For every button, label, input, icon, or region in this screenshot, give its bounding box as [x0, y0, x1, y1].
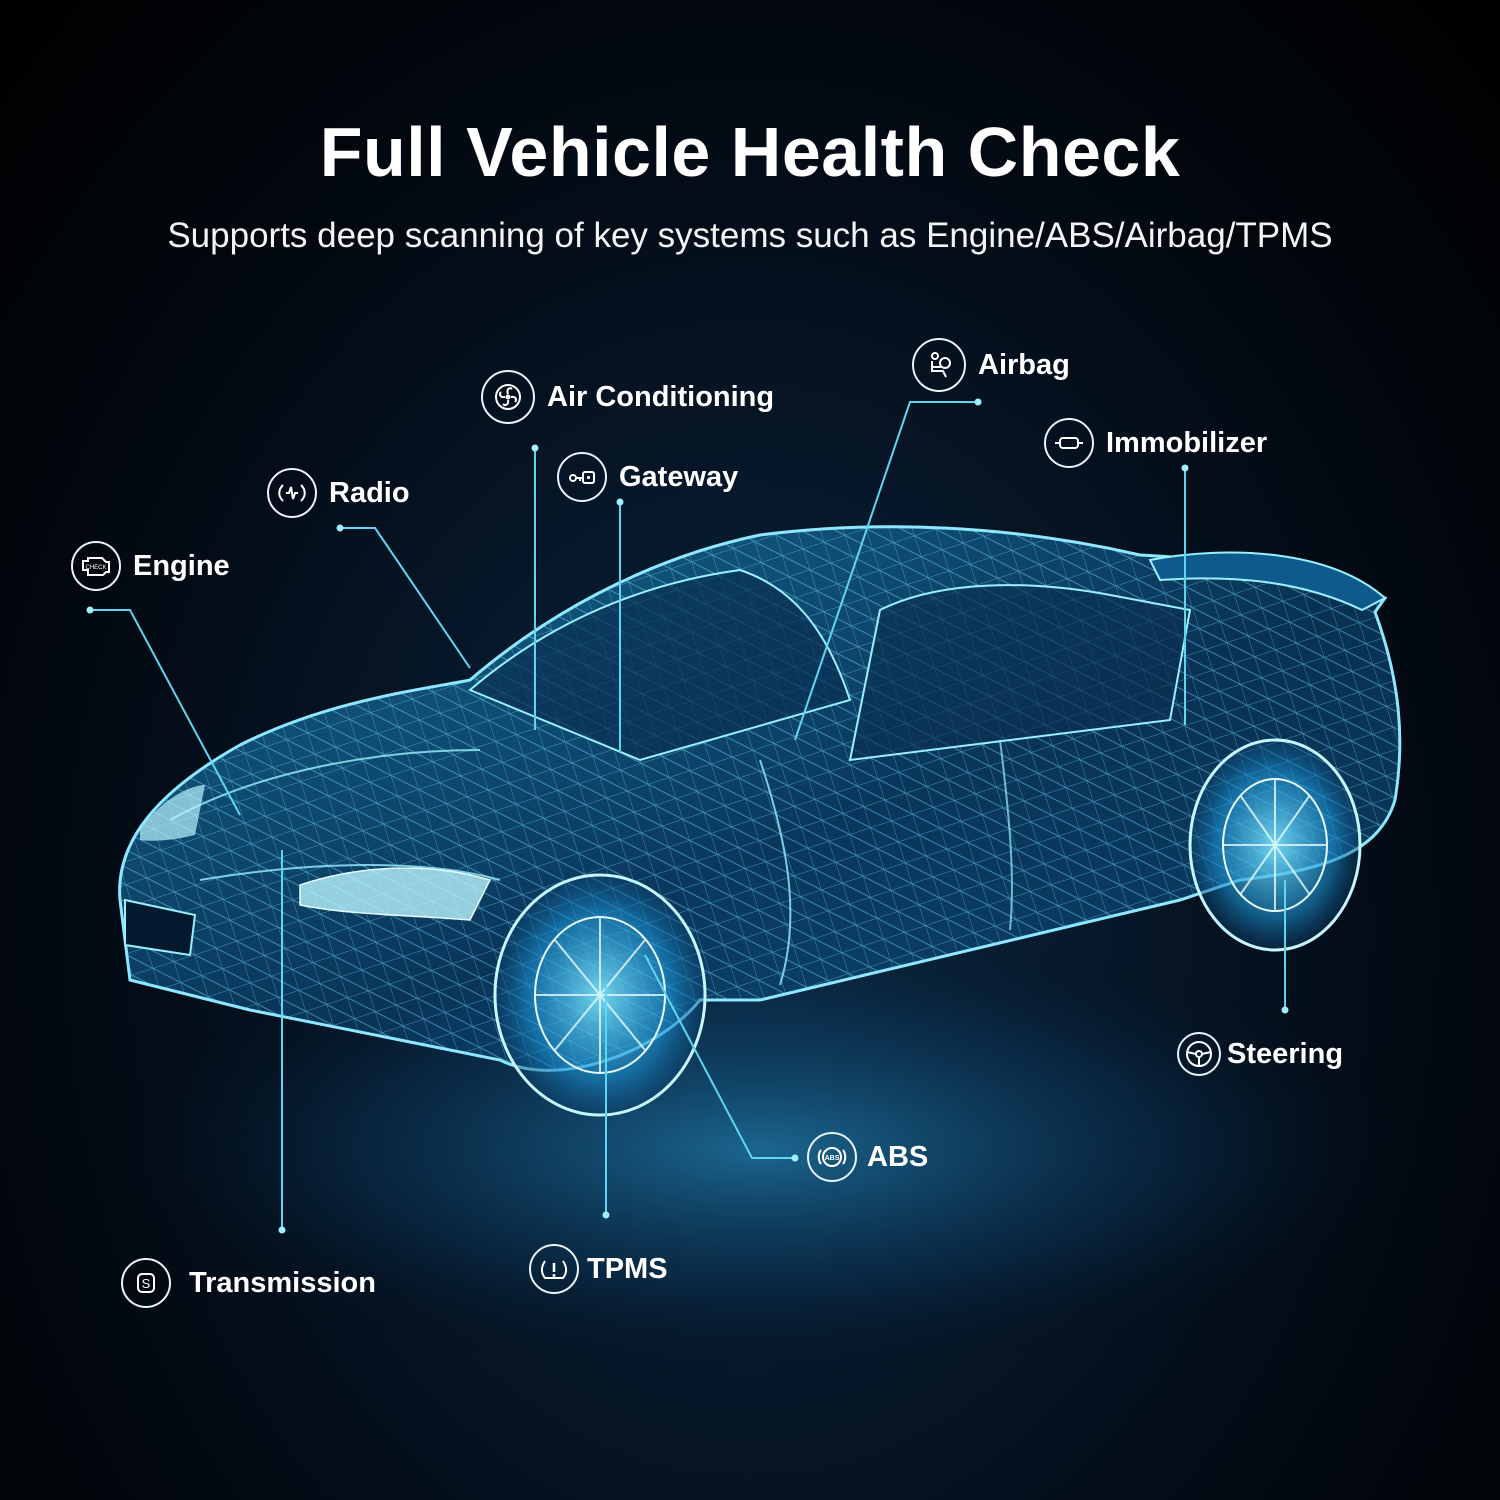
car-body [118, 525, 1402, 1072]
transmission-icon: S [121, 1258, 171, 1308]
callout-immobilizer-label: Immobilizer [1106, 426, 1268, 459]
callout-airbag: Airbag [912, 338, 1070, 392]
svg-text:S: S [142, 1276, 151, 1291]
page-subtitle: Supports deep scanning of key systems su… [167, 216, 1333, 255]
callout-air-conditioning-label: Air Conditioning [547, 380, 775, 413]
immobilizer-icon [1044, 418, 1094, 468]
callout-abs: ABS ABS [807, 1132, 928, 1182]
callout-radio: Radio [267, 468, 410, 518]
callout-transmission-label: Transmission [189, 1266, 376, 1299]
callout-air-conditioning: Air Conditioning [481, 370, 774, 424]
callout-gateway: Gateway [557, 452, 738, 502]
svg-text:ABS: ABS [825, 1155, 840, 1162]
front-wheel [493, 873, 707, 1117]
steering-wheel-icon [1177, 1032, 1221, 1076]
callout-steering-label: Steering [1227, 1037, 1344, 1070]
callout-engine-label: Engine [133, 549, 230, 582]
callout-tpms: TPMS [529, 1244, 668, 1294]
callout-radio-label: Radio [329, 476, 410, 509]
callout-transmission: S Transmission [121, 1258, 376, 1308]
check-engine-icon: CHECK [71, 541, 121, 591]
abs-icon: ABS [807, 1132, 857, 1182]
callout-abs-label: ABS [867, 1140, 929, 1173]
airbag-seat-icon [912, 338, 966, 392]
callout-immobilizer: Immobilizer [1044, 418, 1267, 468]
rear-wheel [1188, 738, 1362, 952]
callout-airbag-label: Airbag [978, 348, 1070, 381]
svg-text:CHECK: CHECK [85, 565, 106, 571]
leader-dots [86, 398, 1289, 1234]
callout-engine: CHECK Engine [71, 541, 230, 591]
radio-wave-icon [267, 468, 317, 518]
callout-tpms-label: TPMS [587, 1252, 668, 1285]
callout-steering: Steering [1177, 1032, 1343, 1076]
gateway-key-icon [557, 452, 607, 502]
callout-gateway-label: Gateway [619, 460, 739, 493]
page-title: Full Vehicle Health Check [319, 113, 1181, 191]
tpms-icon [529, 1244, 579, 1294]
leader-lines [90, 401, 1286, 1230]
fan-icon [481, 370, 535, 424]
